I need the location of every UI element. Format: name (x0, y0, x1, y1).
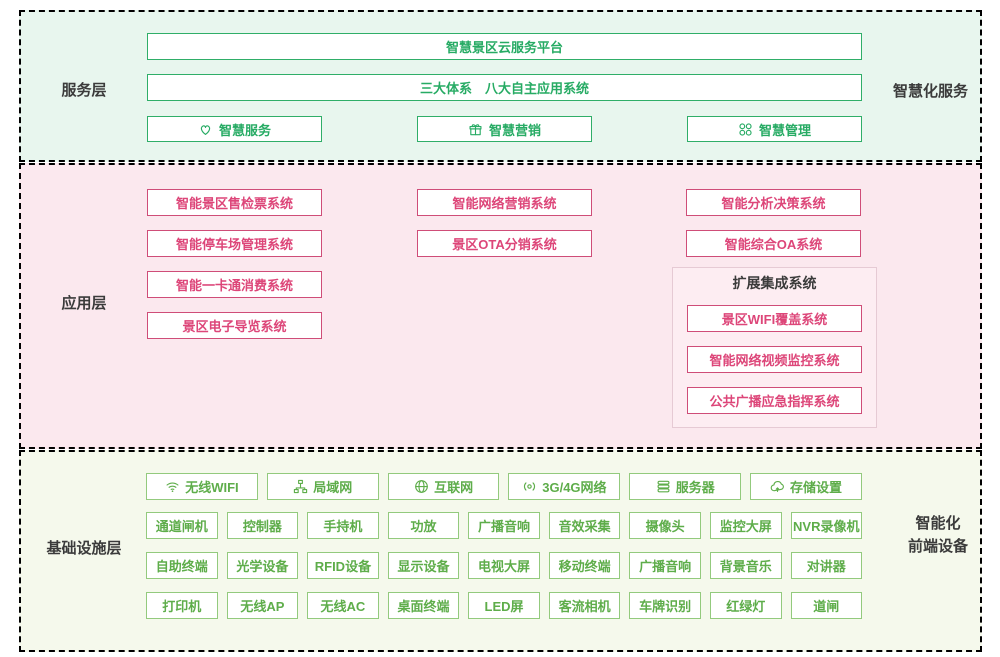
front-device-label-line2: 前端设备 (907, 538, 968, 555)
service-layer-label: 服务层 (61, 82, 107, 99)
device-box: 电视大屏 (468, 552, 540, 579)
service-layer: 服务层 智慧化服务 智慧景区云服务平台 三大体系 八大自主应用系统 智慧服务 智… (19, 10, 982, 162)
device-box: 显示设备 (387, 552, 460, 579)
device-box: 广播音响 (468, 512, 540, 539)
application-column-1: 智能景区售检票系统 智能停车场管理系统 智能一卡通消费系统 景区电子导览系统 (147, 189, 322, 339)
cellular-network-label: 3G/4G网络 (542, 480, 607, 495)
service-right-label: 智慧化服务 (892, 83, 968, 100)
wifi-label: 无线WIFI (185, 480, 239, 495)
storage-label: 存储设置 (790, 480, 843, 495)
lan-label: 局域网 (313, 480, 353, 495)
device-box: 光学设备 (226, 552, 299, 579)
smart-service-label: 智慧服务 (218, 122, 271, 138)
front-device-label-line1: 智能化 (915, 515, 961, 532)
signal-icon (524, 482, 536, 491)
heart-icon (200, 124, 211, 135)
smart-marketing-box: 智慧营销 (417, 116, 592, 142)
broadcast-emergency-system-box: 公共广播应急指挥系统 (687, 387, 862, 414)
lan-box: 局域网 (266, 473, 379, 500)
wifi-coverage-system-box: 景区WIFI覆盖系统 (687, 305, 862, 332)
device-box: 手持机 (307, 512, 379, 539)
video-surveillance-system-box: 智能网络视频监控系统 (687, 346, 862, 373)
internet-box: 互联网 (387, 473, 500, 500)
device-row-3: 打印机 无线AP 无线AC 桌面终端 LED屏 客流相机 车牌识别 红绿灯 道闸 (146, 592, 863, 619)
device-box: 音效采集 (548, 512, 621, 539)
smart-management-box: 智慧管理 (687, 116, 862, 142)
cellular-network-box: 3G/4G网络 (508, 473, 621, 500)
server-label: 服务器 (675, 480, 715, 495)
device-box: 自助终端 (146, 552, 218, 579)
smart-marketing-label: 智慧营销 (488, 122, 541, 138)
internet-label: 互联网 (434, 480, 474, 495)
lan-icon (294, 479, 308, 494)
smart-management-label: 智慧管理 (758, 122, 811, 138)
network-marketing-system-box: 智能网络营销系统 (417, 189, 592, 216)
infrastructure-layer-label: 基础设施层 (46, 540, 122, 557)
globe-icon (415, 480, 428, 493)
device-box: 功放 (387, 512, 460, 539)
cloud-icon (770, 481, 784, 493)
device-box: 广播音响 (629, 552, 701, 579)
device-box: NVR录像机 (790, 512, 863, 539)
device-box: 无线AC (307, 592, 379, 619)
application-column-2: 智能网络营销系统 景区OTA分销系统 (417, 189, 592, 257)
device-box: 桌面终端 (387, 592, 460, 619)
extension-panel-title: 扩展集成系统 (732, 275, 817, 291)
device-box: 通道闸机 (146, 512, 218, 539)
wifi-icon (166, 482, 179, 493)
wifi-box: 无线WIFI (146, 473, 258, 500)
device-box: 无线AP (226, 592, 299, 619)
device-box: LED屏 (468, 592, 540, 619)
device-box: 摄像头 (629, 512, 701, 539)
device-box: 背景音乐 (709, 552, 782, 579)
onecard-system-box: 智能一卡通消费系统 (147, 271, 322, 298)
application-layer-label: 应用层 (61, 295, 107, 312)
infrastructure-layer: 基础设施层 智能化 前端设备 无线WIFI 局域网 互联网 3G/4G网络 (19, 450, 982, 652)
server-icon (657, 480, 670, 493)
device-box: 客流相机 (548, 592, 621, 619)
device-box: RFID设备 (307, 552, 379, 579)
device-row-1: 通道闸机 控制器 手持机 功放 广播音响 音效采集 摄像头 监控大屏 NVR录像… (146, 512, 863, 539)
application-layer: 应用层 智能景区售检票系统 智能停车场管理系统 智能一卡通消费系统 景区电子导览… (19, 163, 982, 449)
storage-box: 存储设置 (750, 473, 862, 500)
gift-icon (469, 123, 482, 135)
ota-distribution-system-box: 景区OTA分销系统 (417, 230, 592, 257)
device-box: 红绿灯 (709, 592, 782, 619)
extension-panel: 扩展集成系统 景区WIFI覆盖系统 智能网络视频监控系统 公共广播应急指挥系统 (672, 267, 877, 428)
grid-icon (739, 122, 752, 136)
oa-system-box: 智能综合OA系统 (686, 230, 861, 257)
server-box: 服务器 (629, 473, 742, 500)
device-box: 道闸 (790, 592, 863, 619)
systems-banner-box: 三大体系 八大自主应用系统 (147, 74, 862, 101)
application-content: 智能景区售检票系统 智能停车场管理系统 智能一卡通消费系统 景区电子导览系统 智… (147, 165, 877, 447)
smart-service-box: 智慧服务 (147, 116, 322, 142)
ticketing-system-box: 智能景区售检票系统 (147, 189, 322, 216)
cloud-platform-box: 智慧景区云服务平台 (147, 33, 862, 60)
application-column-3: 智能分析决策系统 智能综合OA系统 (686, 189, 861, 257)
service-items-row: 智慧服务 智慧营销 智慧管理 (147, 116, 862, 142)
service-content: 智慧景区云服务平台 三大体系 八大自主应用系统 智慧服务 智慧营销 智慧管理 (147, 12, 862, 160)
device-box: 控制器 (226, 512, 299, 539)
device-box: 车牌识别 (629, 592, 701, 619)
device-row-2: 自助终端 光学设备 RFID设备 显示设备 电视大屏 移动终端 广播音响 背景音… (146, 552, 863, 579)
network-row: 无线WIFI 局域网 互联网 3G/4G网络 服务器 存储设置 (146, 473, 862, 500)
device-box: 对讲器 (790, 552, 863, 579)
analysis-decision-system-box: 智能分析决策系统 (686, 189, 861, 216)
device-box: 监控大屏 (709, 512, 782, 539)
infrastructure-right-label: 智能化 前端设备 (908, 512, 968, 558)
device-box: 打印机 (146, 592, 218, 619)
eguide-system-box: 景区电子导览系统 (147, 312, 322, 339)
parking-system-box: 智能停车场管理系统 (147, 230, 322, 257)
device-box: 移动终端 (548, 552, 621, 579)
